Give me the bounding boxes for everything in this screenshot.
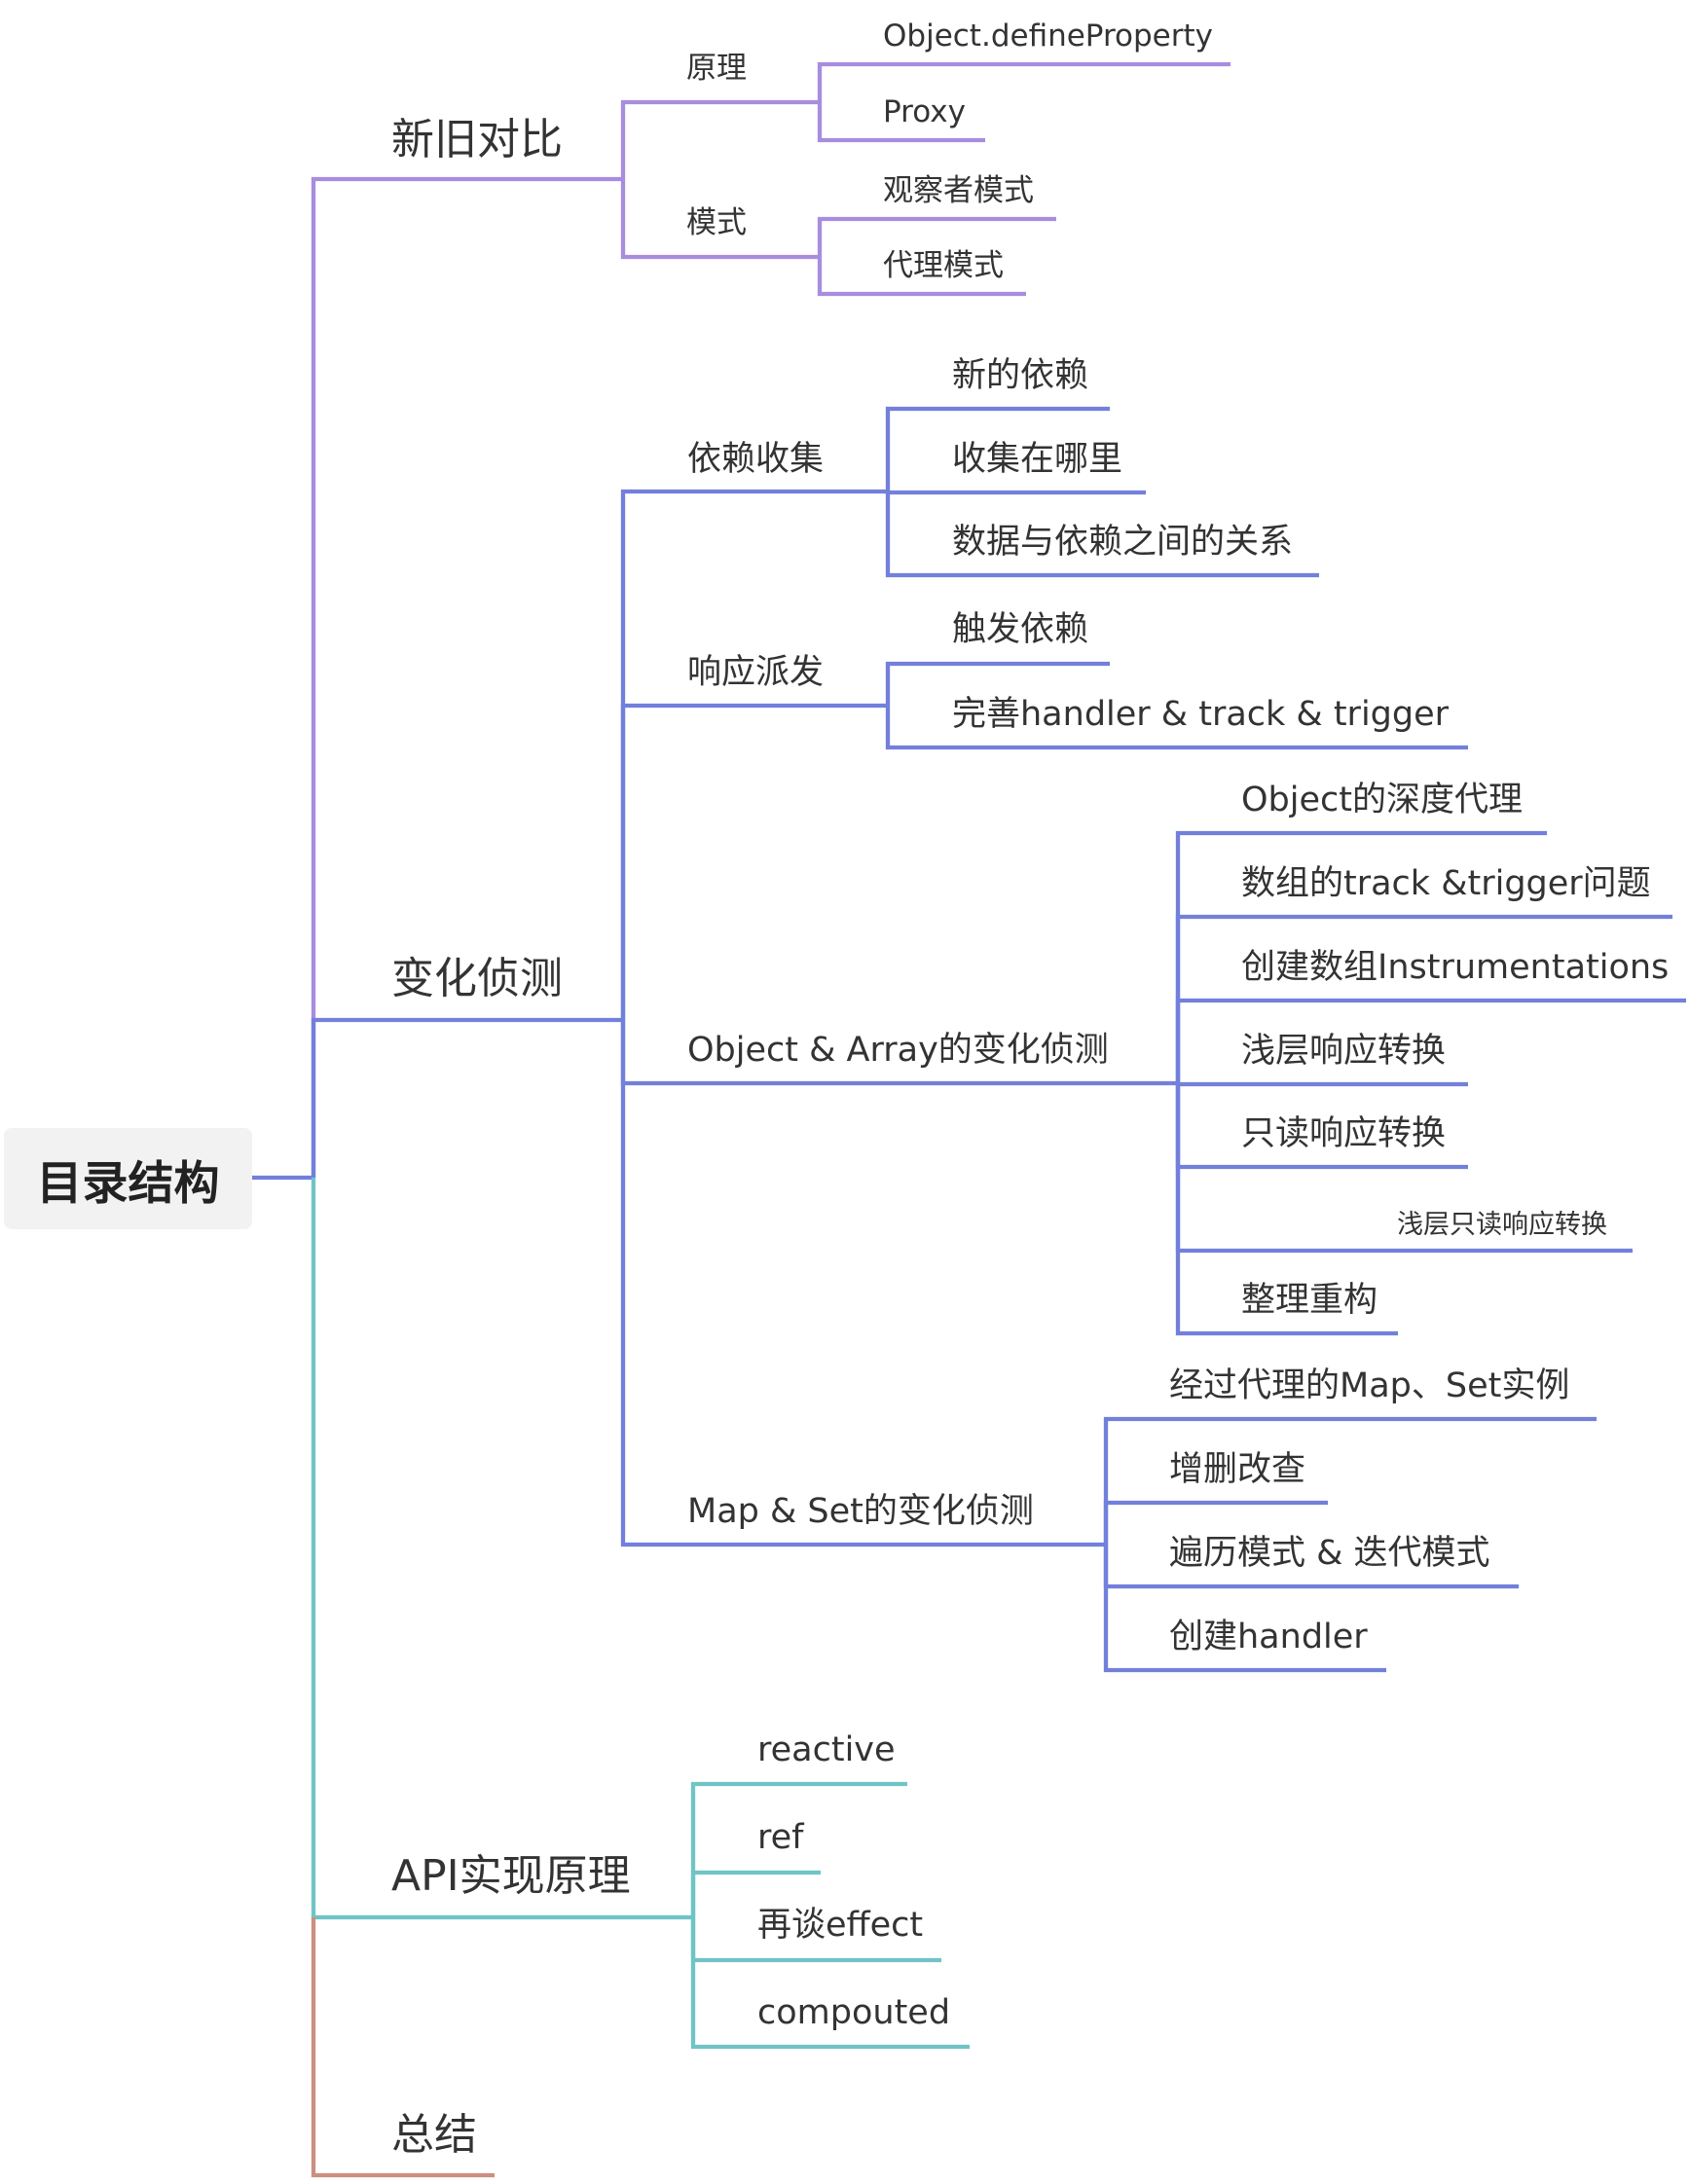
leaf-reactive: reactive: [757, 1730, 896, 1769]
node-mapset: Map & Set的变化侦测: [687, 1492, 1034, 1531]
mapset-edge: [1103, 1545, 1386, 1673]
leaf-observer-pattern: 观察者模式: [883, 173, 1034, 208]
collect-edge: [885, 406, 1110, 491]
root-label: 目录结构: [36, 1156, 220, 1211]
objarr-edge: [1175, 1081, 1468, 1087]
trunk-brown: [311, 1917, 495, 2178]
leaf-shallow-readonly: 浅层只读响应转换: [1397, 1210, 1607, 1240]
leaf-ref: ref: [757, 1818, 804, 1857]
node-api: API实现原理: [391, 1851, 631, 1901]
trunk-purple: [311, 176, 623, 1178]
node-collect: 依赖收集: [687, 440, 825, 479]
leaf-proxy: Proxy: [883, 94, 966, 129]
node-objarr: Object & Array的变化侦测: [687, 1031, 1109, 1070]
pattern-edge: [817, 216, 1056, 257]
node-dispatch: 响应派发: [687, 653, 825, 692]
leaf-data-dep-relation: 数据与依赖之间的关系: [952, 523, 1294, 562]
leaf-proxy-pattern: 代理模式: [883, 248, 1004, 283]
detect-split: [620, 1020, 1106, 1547]
collect-edge: [885, 491, 1319, 578]
leaf-new-dep: 新的依赖: [952, 356, 1089, 395]
node-principle: 原理: [686, 51, 747, 86]
dispatch-edge: [885, 706, 1468, 750]
node-compare: 新旧对比: [391, 115, 563, 164]
node-detect: 变化侦测: [391, 954, 563, 1003]
leaf-trigger-dep: 触发依赖: [952, 610, 1089, 649]
pattern-edge: [817, 257, 1026, 297]
trunk-teal: [311, 1178, 693, 1920]
leaf-array-instrumentations: 创建数组Instrumentations: [1241, 948, 1670, 987]
leaf-defineproperty: Object.defineProperty: [883, 18, 1213, 54]
node-summary: 总结: [391, 2110, 477, 2160]
leaf-iterate-modes: 遍历模式 & 迭代模式: [1169, 1534, 1490, 1573]
leaf-create-handler: 创建handler: [1169, 1618, 1368, 1656]
leaf-computed: compouted: [757, 1993, 951, 2032]
leaf-readonly-reactive: 只读响应转换: [1241, 1114, 1447, 1153]
principle-edge: [817, 102, 985, 143]
api-edge: [690, 1917, 970, 2050]
compare-split: [620, 179, 820, 260]
compare-split: [620, 99, 820, 179]
leaf-shallow-reactive: 浅层响应转换: [1241, 1032, 1447, 1071]
detect-split: [620, 489, 888, 1020]
mapset-edge: [1103, 1500, 1328, 1545]
leaf-array-track-trigger: 数组的track &trigger问题: [1241, 864, 1651, 903]
collect-edge: [885, 490, 1146, 495]
leaf-handler-track-trigger: 完善handler & track & trigger: [952, 695, 1450, 734]
leaf-refactor: 整理重构: [1241, 1281, 1378, 1320]
dispatch-edge: [885, 661, 1110, 706]
leaf-proxied-map-set: 经过代理的Map、Set实例: [1169, 1366, 1570, 1405]
trunk-blue: [311, 1017, 623, 1178]
principle-edge: [817, 61, 1231, 102]
objarr-edge: [1175, 1083, 1398, 1336]
detect-split: [620, 703, 888, 1020]
root-node: [4, 1128, 252, 1229]
api-edge: [690, 1870, 821, 1917]
leaf-effect: 再谈effect: [757, 1906, 924, 1945]
node-pattern: 模式: [686, 205, 747, 240]
objarr-edge: [1175, 998, 1686, 1083]
leaf-crud: 增删改查: [1169, 1450, 1306, 1489]
leaf-collect-where: 收集在哪里: [952, 440, 1123, 479]
leaf-object-deep-proxy: Object的深度代理: [1241, 781, 1523, 819]
